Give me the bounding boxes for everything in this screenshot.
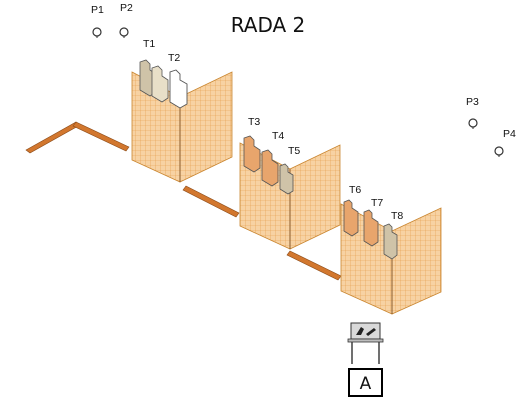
target-t1-b: [151, 65, 169, 103]
target-t2: [169, 69, 188, 109]
station-box-a: [348, 368, 383, 397]
target-t3: [243, 135, 261, 173]
label-p2: P2: [120, 2, 133, 14]
target-t6: [343, 199, 359, 237]
label-t1: T1: [143, 38, 155, 50]
label-t4: T4: [272, 130, 284, 142]
label-t3: T3: [248, 116, 260, 128]
label-t7: T7: [371, 197, 383, 209]
barricade-3: [340, 199, 442, 315]
lamp-p1: [92, 27, 102, 38]
target-t5: [279, 163, 294, 195]
barricade-1: [131, 59, 233, 183]
lamp-p4: [494, 146, 504, 157]
plank-middle-2: [286, 250, 342, 281]
station-label: A: [360, 374, 372, 394]
label-p1: P1: [91, 4, 104, 16]
barricade-2: [239, 135, 341, 250]
target-t4: [261, 149, 279, 187]
lamp-p3: [468, 118, 478, 129]
plank-middle-1: [182, 185, 240, 218]
plank-left-v: [25, 121, 130, 154]
label-t8: T8: [391, 210, 403, 222]
target-t8: [383, 223, 398, 260]
lamp-p2: [119, 27, 129, 38]
label-t5: T5: [288, 145, 300, 157]
shooting-table: [347, 322, 384, 364]
label-t2: T2: [168, 52, 180, 64]
target-t7: [363, 209, 379, 247]
label-t6: T6: [349, 184, 361, 196]
label-p4: P4: [503, 128, 516, 140]
diagram-title: RADA 2: [231, 13, 306, 37]
label-p3: P3: [466, 96, 479, 108]
